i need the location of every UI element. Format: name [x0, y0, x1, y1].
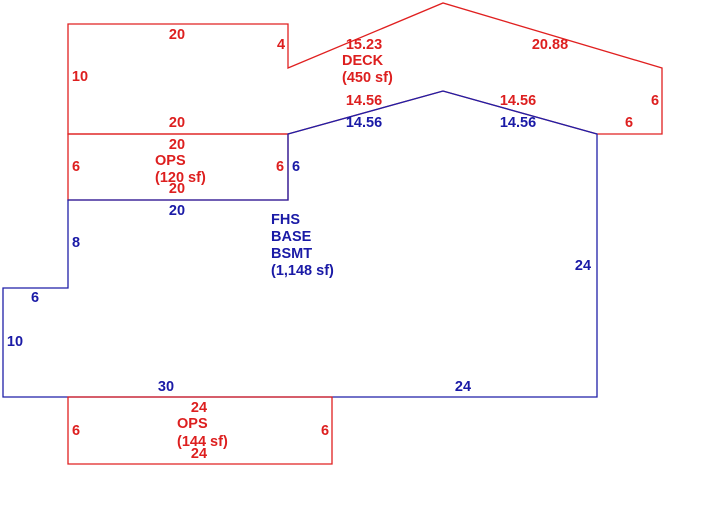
basement-step-dimension: 6: [31, 290, 39, 306]
deck-area: (450 sf): [342, 70, 393, 86]
deck-step-dimension: 4: [277, 37, 285, 53]
ops-bottom-bottom-dimension: 24: [191, 446, 207, 462]
ops-bottom-right-dimension: 6: [321, 423, 329, 439]
deck-bottom-dimension: 20: [169, 115, 185, 131]
ops-top-name: OPS: [155, 153, 186, 169]
ops-bottom-top-dimension: 24: [191, 400, 207, 416]
basement-notch-right-dimension: 6: [292, 159, 300, 175]
deck-name: DECK: [342, 53, 384, 69]
deck-inner-right-dimension: 14.56: [500, 93, 536, 109]
deck-top-dimension: 20: [169, 27, 185, 43]
deck-inner-left-dimension: 14.56: [346, 93, 382, 109]
deck-roof-right-dimension: 20.88: [532, 37, 568, 53]
ops-top-area: (120 sf): [155, 170, 206, 186]
ops-bottom-left-dimension: 6: [72, 423, 80, 439]
deck-right-dimension: 6: [651, 93, 659, 109]
ops-top-bottom-dimension: 20: [169, 181, 185, 197]
deck-bottom-right-dimension: 6: [625, 115, 633, 131]
basement-roof-left-dimension: 14.56: [346, 115, 382, 131]
basement-name-line-2: BASE: [271, 229, 312, 245]
ops-top-left-dimension: 6: [72, 159, 80, 175]
basement-name-line-1: FHS: [271, 212, 300, 228]
basement-bottom-right-dimension: 24: [455, 379, 471, 395]
basement-bottom-left-dimension: 30: [158, 379, 174, 395]
basement-left-upper-dimension: 8: [72, 235, 80, 251]
ops-top-right-dimension: 6: [276, 159, 284, 175]
basement-right-dimension: 24: [575, 258, 591, 274]
basement-area: (1,148 sf): [271, 263, 334, 279]
ops-bottom-outline: [67, 396, 333, 465]
deck-left-dimension: 10: [72, 69, 88, 85]
basement-name-line-3: BSMT: [271, 246, 312, 262]
deck-roof-left-dimension: 15.23: [346, 37, 382, 53]
ops-top-top-dimension: 20: [169, 137, 185, 153]
basement-top-dimension: 20: [169, 203, 185, 219]
ops-bottom-area: (144 sf): [177, 434, 228, 450]
basement-roof-right-dimension: 14.56: [500, 115, 536, 131]
ops-bottom-name: OPS: [177, 416, 208, 432]
basement-left-lower-dimension: 10: [7, 334, 23, 350]
basement-outline: [2, 90, 598, 398]
